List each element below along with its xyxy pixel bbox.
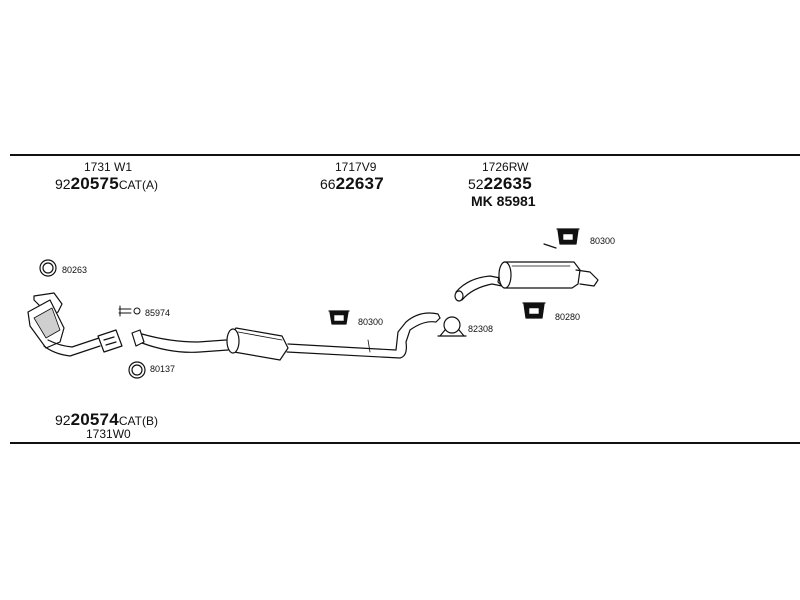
gasket-ring-80137	[128, 361, 146, 379]
bottom-divider-line	[10, 442, 800, 444]
rear-prefix: 52	[468, 176, 484, 192]
cat-b-number: 20574	[70, 410, 119, 429]
rear-silencer	[454, 261, 599, 302]
catalytic-converter-front	[27, 292, 123, 357]
middle-code: 1717V9	[335, 160, 377, 174]
middle-silencer	[226, 327, 289, 361]
middle-part-number: 6622637	[320, 174, 384, 194]
cat-a-prefix: 92	[55, 176, 71, 192]
intermediate-pipe	[286, 312, 441, 359]
gasket-ring-80263	[39, 259, 57, 277]
cat-b-suffix: CAT(B)	[118, 414, 158, 428]
rubber-hanger-80280	[522, 302, 546, 319]
rear-part-number: 5222635	[468, 174, 532, 194]
part-85974-label: 85974	[145, 308, 171, 318]
part-82308-label: 82308	[468, 324, 494, 334]
middle-prefix: 66	[320, 176, 336, 192]
rear-code: 1726RW	[482, 160, 529, 174]
part-80137-label: 80137	[150, 364, 176, 374]
rear-number: 22635	[483, 174, 532, 193]
part-80300-label-b: 80300	[590, 236, 616, 246]
rubber-hanger-80300-b	[543, 228, 580, 249]
part-80300-label-a: 80300	[358, 317, 384, 327]
exhaust-clamp-82308	[437, 316, 467, 337]
rear-extra-code: MK 85981	[471, 193, 536, 209]
cat-b-part-number: 9220574CAT(B)	[55, 410, 158, 430]
front-pipe	[131, 329, 229, 353]
bolt-set-85974	[118, 305, 141, 317]
part-80263-label: 80263	[62, 265, 88, 275]
cat-a-number: 20575	[70, 174, 119, 193]
cat-a-code: 1731 W1	[84, 160, 133, 174]
cat-b-prefix: 92	[55, 412, 71, 428]
middle-number: 22637	[335, 174, 384, 193]
cat-a-suffix: CAT(A)	[118, 178, 158, 192]
cat-a-part-number: 9220575CAT(A)	[55, 174, 158, 194]
rubber-hanger-80300-a	[328, 310, 350, 325]
cat-b-code: 1731W0	[86, 427, 131, 441]
part-80280-label: 80280	[555, 312, 581, 322]
top-divider-line	[10, 154, 800, 156]
